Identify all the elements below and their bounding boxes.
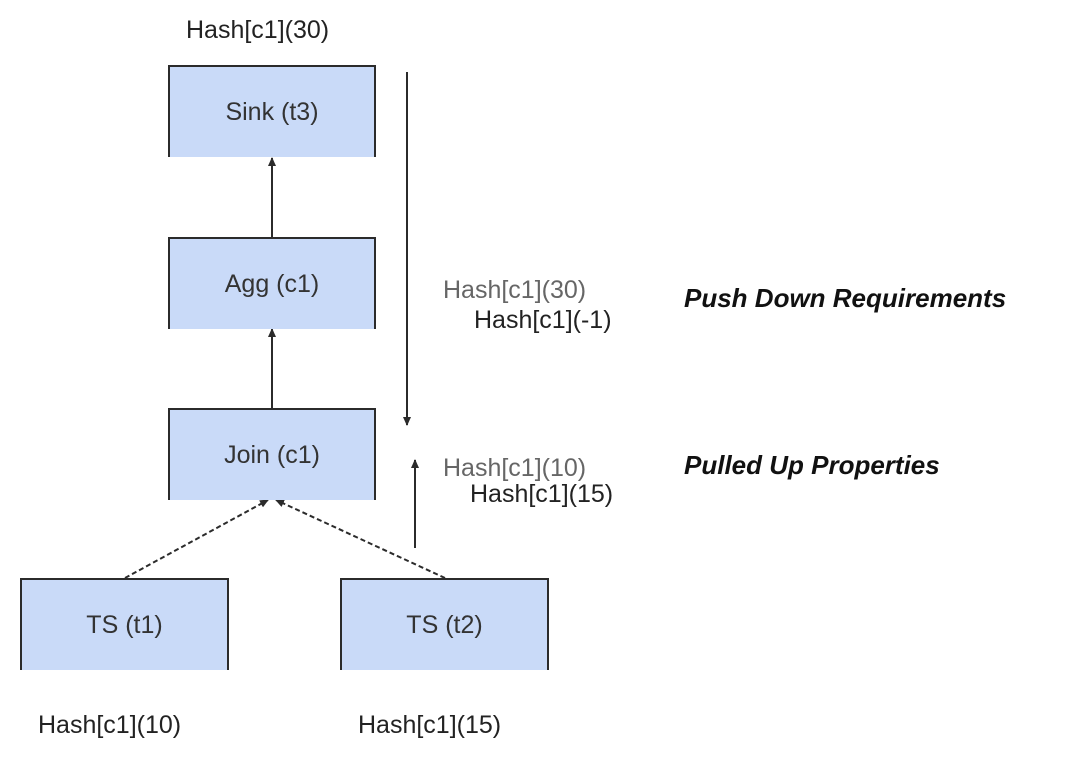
pulled-up-caption: Pulled Up Properties xyxy=(684,450,940,480)
node-ts-t1: TS (t1) xyxy=(20,578,229,670)
push-req-label-2: Hash[c1](-1) xyxy=(474,306,612,334)
node-sink: Sink (t3) xyxy=(168,65,376,157)
node-join: Join (c1) xyxy=(168,408,376,500)
push-down-caption: Push Down Requirements xyxy=(684,283,1007,313)
node-agg: Agg (c1) xyxy=(168,237,376,329)
sink-top-label: Hash[c1](30) xyxy=(186,16,330,44)
pulled-prop-label-2: Hash[c1](15) xyxy=(470,480,614,508)
ts1-bottom-label: Hash[c1](10) xyxy=(38,711,182,739)
push-req-label-1: Hash[c1](30) xyxy=(443,276,587,304)
edge-ts1-to-join xyxy=(124,499,269,579)
pulled-prop-label-1: Hash[c1](10) xyxy=(443,454,587,482)
ts2-bottom-label: Hash[c1](15) xyxy=(358,711,502,739)
edge-ts2-to-join xyxy=(275,499,446,579)
node-ts-t2: TS (t2) xyxy=(340,578,549,670)
